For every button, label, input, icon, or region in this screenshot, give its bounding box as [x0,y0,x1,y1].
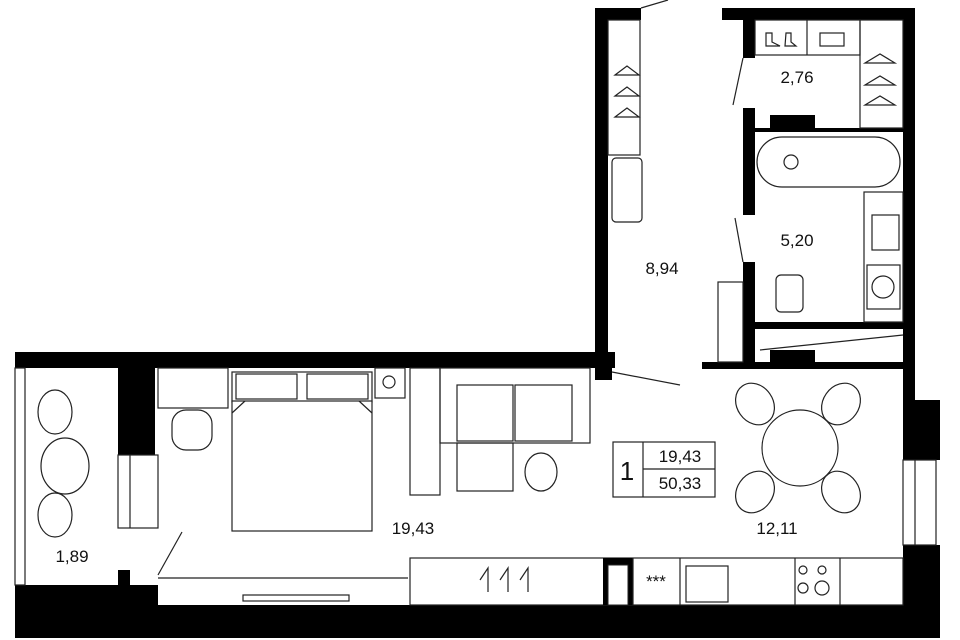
hallway-area-label: 8,94 [645,259,678,278]
summary-total-area: 50,33 [659,474,702,493]
balcony-area-label: 1,89 [55,547,88,566]
dining-set [734,382,862,514]
kitchen-area-label: 12,11 [756,519,797,538]
walls [15,8,940,638]
living-area-label: 19,43 [392,519,435,538]
kitchen-counter: *** [409,557,904,606]
windows [14,367,937,586]
svg-text:***: *** [646,572,666,591]
living-furniture [117,367,591,602]
bathroom-fixtures [756,136,904,323]
doors [157,0,904,576]
room-count: 1 [620,456,634,486]
wardrobe-area-label: 2,76 [780,68,813,87]
area-summary-box: 1 19,43 50,33 [612,441,716,498]
hallway-wardrobe [607,19,643,223]
walk-in-closet [754,19,904,129]
balcony-furniture [37,389,90,538]
bathroom-area-label: 5,20 [780,231,813,250]
summary-living-area: 19,43 [659,447,702,466]
